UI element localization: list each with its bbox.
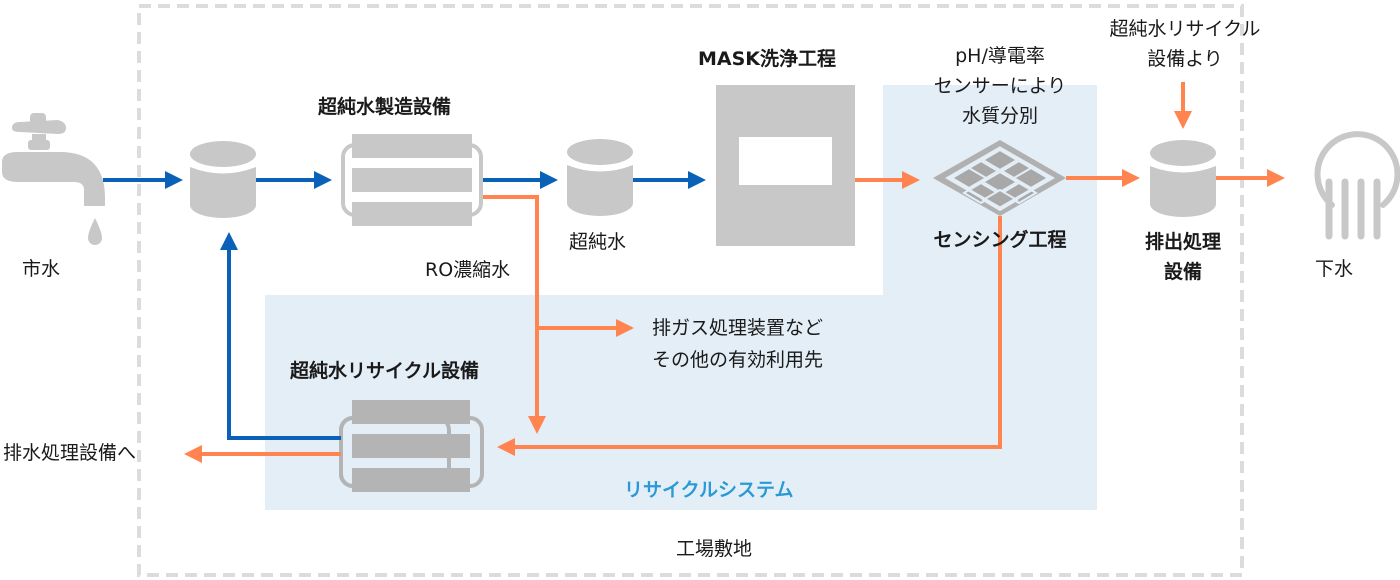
arrow-head bbox=[165, 171, 183, 189]
wastewater-flows bbox=[184, 82, 1285, 463]
factory-site-label: 工場敷地 bbox=[676, 538, 753, 560]
buffer-tank-icon bbox=[190, 141, 256, 218]
upw-recycle-label: 超純水リサイクル設備 bbox=[290, 360, 480, 382]
mask-cleaning-label: MASK洗浄工程 bbox=[698, 48, 837, 70]
arrow-head bbox=[314, 171, 332, 189]
to-wastewater-label: 排水処理設備へ bbox=[3, 442, 137, 464]
flow-recycle-to-tank bbox=[227, 248, 341, 440]
ro-concentrate-label: RO濃縮水 bbox=[425, 259, 511, 281]
ultrapure-tank-icon bbox=[567, 139, 633, 216]
recycle-system-zone bbox=[265, 85, 1097, 510]
faucet-icon bbox=[2, 113, 105, 245]
sensor-desc-line3: 水質分別 bbox=[961, 105, 1038, 127]
discharge-facility-line2: 設備 bbox=[1163, 261, 1202, 283]
other-use-line2: その他の有効利用先 bbox=[652, 349, 824, 371]
discharge-facility-line1: 排出処理 bbox=[1144, 231, 1221, 253]
arrow-head bbox=[1267, 169, 1285, 187]
arrow-head bbox=[688, 171, 706, 189]
sewer-drain-icon bbox=[1314, 131, 1400, 240]
sewer-label: 下水 bbox=[1315, 258, 1354, 280]
city-water-label: 市水 bbox=[22, 258, 61, 280]
arrow-head bbox=[1174, 111, 1192, 129]
sensing-process-label: センシング工程 bbox=[933, 229, 1067, 251]
flow-ro-concentrate bbox=[483, 195, 539, 420]
arrow-head bbox=[528, 416, 546, 434]
flow-sensor-to-recycle bbox=[512, 216, 1002, 449]
other-use-line1: 排ガス処理装置など bbox=[652, 317, 824, 339]
arrow-head bbox=[1122, 169, 1140, 187]
from-recycle-line2: 設備より bbox=[1147, 48, 1223, 70]
sensor-desc-line2: センサーにより bbox=[933, 75, 1067, 97]
upw-recycle-filter-icon bbox=[339, 400, 484, 492]
mask-cleaning-unit-icon bbox=[716, 85, 855, 246]
recycle-system-label: リサイクルシステム bbox=[624, 479, 794, 501]
factory-site-boundary bbox=[137, 4, 1244, 577]
ultrapure-water-label: 超純水 bbox=[569, 231, 627, 253]
arrow-head bbox=[184, 445, 202, 463]
arrow-head bbox=[220, 232, 238, 250]
arrow-head bbox=[616, 319, 634, 337]
from-recycle-line1: 超純水リサイクル bbox=[1109, 18, 1261, 40]
clean-water-flows bbox=[103, 171, 706, 440]
arrow-head bbox=[497, 438, 515, 456]
upw-production-label: 超純水製造設備 bbox=[318, 96, 452, 118]
arrow-head bbox=[902, 171, 920, 189]
sensor-grid-icon bbox=[933, 140, 1066, 216]
discharge-tank-icon bbox=[1150, 140, 1216, 217]
arrow-head bbox=[540, 171, 558, 189]
sensor-desc-line1: pH/導電率 bbox=[955, 45, 1045, 67]
upw-production-filter-icon bbox=[341, 134, 483, 226]
